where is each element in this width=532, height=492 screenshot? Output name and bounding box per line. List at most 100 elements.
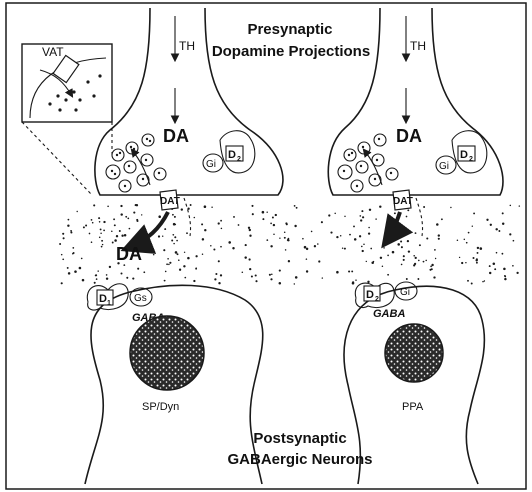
- cleft-dot: [509, 233, 512, 236]
- left-nucleus: [129, 315, 205, 391]
- right-vesicle-cluster: [337, 133, 399, 193]
- cleft-dot: [249, 234, 252, 237]
- cleft-dot: [387, 254, 389, 257]
- cleft-dot: [228, 241, 231, 244]
- svg-text:D: D: [366, 289, 374, 301]
- cleft-dot: [76, 210, 78, 213]
- cleft-dot: [99, 228, 102, 231]
- cleft-dot: [174, 251, 178, 254]
- cleft-dot: [174, 236, 177, 239]
- cleft-dot: [220, 227, 223, 230]
- cleft-dot: [488, 271, 492, 275]
- cleft-dot: [145, 237, 149, 240]
- cleft-dot: [339, 234, 342, 237]
- right-postsynaptic-d2-receptor: D 2: [354, 282, 395, 309]
- cleft-dot: [164, 228, 167, 231]
- cleft-dot: [512, 264, 514, 267]
- cleft-dot: [94, 274, 97, 277]
- left-reuptake-arrow: [130, 148, 151, 186]
- cleft-dot: [467, 231, 470, 234]
- cleft-dot: [100, 245, 103, 248]
- svg-text:Gi: Gi: [206, 159, 216, 170]
- cleft-dot: [215, 272, 218, 276]
- svg-text:DAT: DAT: [160, 196, 180, 207]
- right-dat-transporter: DAT: [392, 189, 413, 211]
- cleft-dot: [201, 238, 205, 241]
- cleft-dot: [294, 224, 297, 228]
- cleft-dot: [62, 258, 65, 261]
- cleft-dot: [516, 271, 519, 275]
- right-da-terminal-label: DA: [396, 126, 422, 146]
- cleft-dot: [316, 243, 319, 245]
- cleft-dot: [396, 217, 398, 219]
- svg-text:D: D: [99, 293, 107, 305]
- cleft-dot: [137, 267, 140, 270]
- cleft-dot: [133, 211, 136, 214]
- cleft-dot: [214, 278, 217, 281]
- cleft-dot: [248, 228, 251, 232]
- cleft-dot: [132, 277, 135, 280]
- cleft-dot: [143, 271, 146, 274]
- cleft-dot: [217, 222, 220, 225]
- cleft-dot: [341, 247, 344, 249]
- cleft-dot: [321, 277, 324, 279]
- cleft-dot: [178, 268, 182, 271]
- cleft-dot: [405, 278, 408, 280]
- vat-label: VAT: [42, 45, 64, 59]
- cleft-dot: [158, 215, 161, 218]
- cleft-dot: [426, 237, 429, 240]
- cleft-dot: [434, 249, 436, 251]
- inset-callout-lines: [21, 121, 113, 196]
- svg-text:Gi: Gi: [439, 161, 449, 172]
- postsynaptic-title-line1: Postsynaptic: [253, 430, 346, 447]
- cleft-dot: [392, 225, 395, 229]
- cleft-dot: [379, 256, 383, 260]
- cleft-dot: [310, 230, 313, 233]
- cleft-dot: [353, 225, 355, 228]
- cleft-dot: [157, 235, 161, 238]
- cleft-dot: [365, 260, 368, 263]
- cleft-dot: [395, 225, 398, 229]
- cleft-dot: [383, 247, 385, 249]
- cleft-dot: [70, 229, 73, 232]
- cleft-dot: [461, 261, 464, 265]
- cleft-dot: [128, 227, 131, 230]
- postsynaptic-title-line2: GABAergic Neurons: [227, 451, 372, 468]
- cleft-dot: [103, 220, 106, 224]
- cleft-dot: [336, 270, 339, 274]
- svg-text:DAT: DAT: [393, 196, 413, 207]
- cleft-dot: [495, 251, 498, 254]
- cleft-dot: [251, 204, 254, 207]
- left-da-released-label: DA: [116, 244, 142, 264]
- cleft-dot: [127, 217, 130, 220]
- cleft-dot: [78, 266, 82, 270]
- cleft-dot: [107, 205, 109, 208]
- cleft-dot: [211, 206, 213, 208]
- cleft-dot: [425, 259, 427, 262]
- cleft-dot: [60, 253, 63, 256]
- cleft-dot: [193, 279, 196, 283]
- cleft-dot: [465, 261, 467, 264]
- cleft-dot: [244, 256, 247, 259]
- cleft-dot: [247, 226, 251, 229]
- cleft-dot: [405, 215, 408, 218]
- left-dat-dashed-line: [183, 197, 192, 237]
- cleft-dot: [60, 282, 63, 285]
- cleft-dot: [270, 245, 273, 248]
- cleft-dot: [172, 233, 175, 236]
- right-presynaptic-terminal: [327, 7, 504, 196]
- cleft-dot: [97, 270, 99, 272]
- cleft-dot: [105, 277, 109, 280]
- right-postsynaptic-neuron: [343, 285, 486, 485]
- cleft-dot: [287, 260, 291, 263]
- cleft-dot: [62, 237, 65, 240]
- cleft-dot: [434, 257, 437, 260]
- cleft-dot: [305, 258, 308, 260]
- cleft-dot: [120, 272, 123, 275]
- cleft-dot: [456, 239, 459, 242]
- cleft-dot: [418, 244, 421, 247]
- cleft-dot: [436, 223, 439, 226]
- cleft-dot: [98, 236, 101, 239]
- cleft-dot: [518, 205, 521, 207]
- cleft-dot: [250, 275, 253, 278]
